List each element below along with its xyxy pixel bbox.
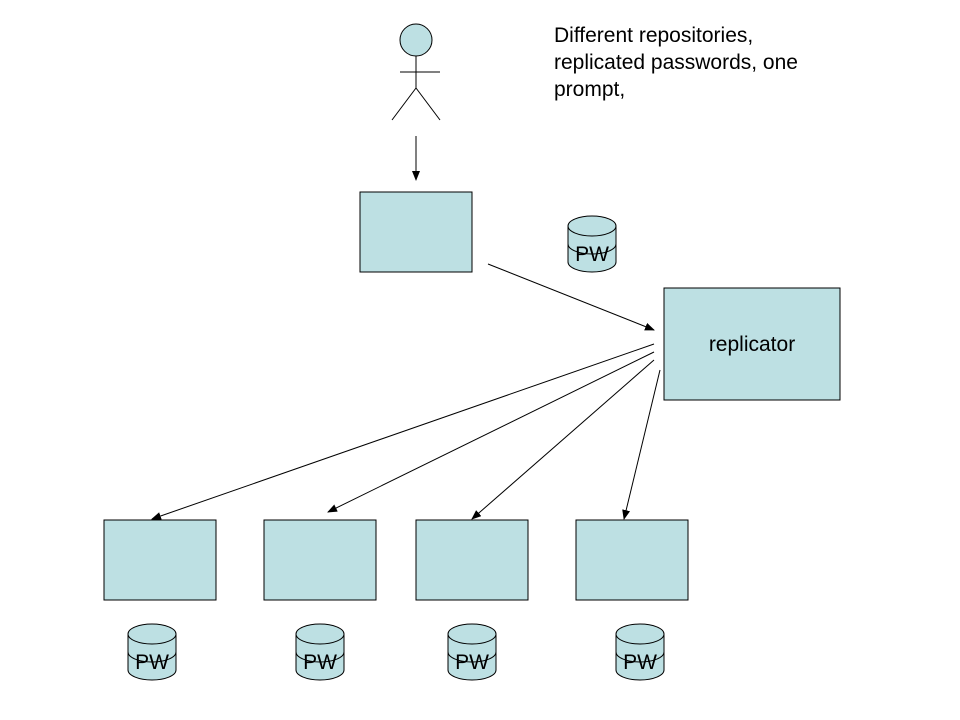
replicator-label: replicator [709, 333, 795, 356]
target-pw-database-3-icon: PW [447, 623, 497, 681]
caption-line-3: prompt, [554, 78, 626, 101]
target-pw-label-3: PW [455, 651, 489, 674]
actor-left-leg [391, 87, 417, 121]
target-pw-label-1: PW [135, 651, 169, 674]
target-pw-database-2-icon: PW [295, 623, 345, 681]
arrow-replicator-to-target-4 [622, 369, 661, 520]
target-pw-label-2: PW [303, 651, 337, 674]
client-pw-label: PW [575, 243, 609, 266]
target-box-1 [103, 519, 217, 601]
caption-line-1: Different repositories, [554, 24, 754, 47]
client-box [359, 191, 473, 273]
target-pw-label-4: PW [623, 651, 657, 674]
arrow-replicator-to-target-2 [327, 351, 655, 513]
target-pw-database-4-icon: PW [615, 623, 665, 681]
target-box-2 [263, 519, 377, 601]
actor-right-leg [415, 87, 441, 121]
target-pw-database-1-icon: PW [127, 623, 177, 681]
actor-head [399, 23, 433, 57]
arrow-client-to-replicator [487, 263, 655, 331]
diagram-caption: Different repositories, replicated passw… [554, 22, 874, 103]
client-pw-database-icon: PW [567, 215, 617, 273]
caption-line-2: replicated passwords, one [554, 51, 798, 74]
arrow-replicator-to-target-1 [151, 343, 655, 520]
user-actor-icon [391, 23, 441, 121]
target-box-4 [575, 519, 689, 601]
arrow-replicator-to-target-3 [471, 359, 655, 520]
target-box-3 [415, 519, 529, 601]
replicator-box: replicator [663, 287, 841, 401]
